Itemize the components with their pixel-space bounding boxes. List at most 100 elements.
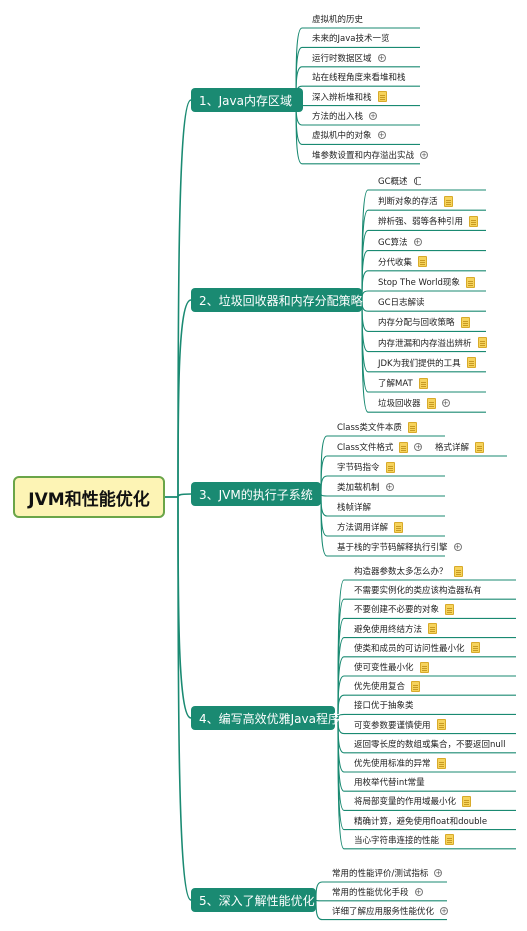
leaf-node[interactable]: 站在线程角度来看堆和栈	[312, 68, 406, 86]
plus-icon[interactable]: +	[385, 483, 394, 491]
plus-icon[interactable]: +	[377, 53, 386, 62]
leaf-node[interactable]: 了解MAT	[378, 374, 428, 392]
leaf-node[interactable]: 详细了解应用服务性能优化+	[332, 902, 449, 920]
branch-node-3[interactable]: 3、JVM的执行子系统	[191, 482, 321, 506]
leaf-label: 运行时数据区域	[312, 53, 372, 64]
leaf-label: 基于栈的字节码解释执行引擎	[337, 543, 448, 553]
leaf-node[interactable]: 常用的性能评价/测试指标 +	[332, 864, 443, 882]
leaf-node[interactable]: GC日志解读	[378, 293, 425, 311]
leaf-label: 分代收集	[378, 257, 413, 268]
branch-label: 5、深入了解性能优化	[199, 893, 315, 908]
leaf-node[interactable]: GC算法+	[378, 233, 422, 251]
plus-icon[interactable]: +	[414, 887, 423, 896]
leaf-node[interactable]: 栈帧详解	[337, 498, 371, 516]
plus-icon[interactable]: +	[377, 131, 386, 140]
leaf-node[interactable]: 精确计算，避免使用float和double	[354, 812, 487, 830]
branch-node-1[interactable]: 1、Java内存区域	[191, 88, 303, 112]
leaf-label: Stop The World现象	[378, 278, 460, 288]
leaf-node[interactable]: 判断对象的存活	[378, 192, 453, 210]
note-icon	[477, 337, 487, 349]
leaf-node[interactable]: 辨析强、弱等各种引用	[378, 212, 479, 230]
leaf-node[interactable]: 内存泄漏和内存溢出辨析	[378, 334, 487, 352]
note-icon	[418, 256, 428, 268]
leaf-node[interactable]: 垃圾回收器 +	[378, 394, 450, 412]
leaf-label: 精确计算，避免使用float和double	[354, 816, 488, 827]
leaf-label: 常用的性能评价/测试指标	[332, 869, 429, 879]
leaf-node[interactable]: 使可变性最小化	[354, 658, 429, 676]
plus-icon[interactable]: +	[413, 237, 422, 246]
leaf-node[interactable]: 返回零长度的数组或集合，不要返回null	[354, 735, 506, 753]
plus-icon[interactable]: +	[369, 112, 378, 120]
leaf-label: 站在线程角度来看堆和栈	[312, 73, 406, 84]
plus-icon[interactable]: +	[420, 150, 429, 159]
leaf-node[interactable]: 虚拟机中的对象 +	[312, 126, 386, 144]
note-icon	[394, 521, 404, 533]
note-icon	[445, 834, 455, 846]
leaf-node[interactable]: 深入辨析堆和栈	[312, 88, 387, 106]
leaf-node[interactable]: 优先使用标准的异常	[354, 754, 446, 772]
leaf-label: Class文件格式	[337, 443, 394, 453]
leaf-node[interactable]: 不需要实例化的类应该构造器私有	[354, 581, 482, 599]
leaf-label: 虚拟机中的对象	[312, 131, 372, 142]
note-icon	[443, 195, 453, 207]
leaf-node[interactable]: 避免使用终结方法	[354, 620, 438, 638]
leaf-label: 内存泄漏和内存溢出辨析	[378, 338, 472, 349]
branch-node-5[interactable]: 5、深入了解性能优化	[191, 888, 316, 912]
leaf-node[interactable]: 基于栈的字节码解释执行引擎 +	[337, 538, 462, 556]
leaf-node[interactable]: 使类和成员的可访问性最小化	[354, 639, 480, 657]
leaf-node[interactable]: 优先使用复合	[354, 677, 421, 695]
plus-icon[interactable]: +	[434, 869, 443, 877]
leaf-label: 避免使用终结方法	[354, 624, 423, 635]
leaf-node[interactable]: 运行时数据区域 +	[312, 49, 386, 67]
note-icon	[419, 661, 429, 673]
leaf-label: 构造器参数太多怎么办？	[354, 567, 448, 577]
leaf-node[interactable]: Class类文件本质	[337, 418, 417, 436]
leaf-node[interactable]: 虚拟机的历史	[312, 10, 363, 28]
leaf-node[interactable]: 字节码指令	[337, 458, 395, 476]
leaf-label: 栈帧详解	[337, 503, 372, 513]
leaf-label: 可变参数要谨慎使用	[354, 720, 431, 731]
leaf-node[interactable]: 堆参数设置和内存溢出实战+	[312, 146, 429, 164]
plus-icon[interactable]: +	[441, 399, 450, 408]
leaf-node[interactable]: Stop The World现象	[378, 273, 475, 291]
leaf-node[interactable]: 构造器参数太多怎么办？	[354, 562, 463, 580]
note-icon	[470, 642, 480, 654]
leaf-node[interactable]: 分代收集	[378, 253, 428, 271]
leaf-node[interactable]: 类加载机制+	[337, 478, 394, 496]
leaf-node[interactable]: 内存分配与回收策略	[378, 313, 470, 331]
leaf-label: 深入辨析堆和栈	[312, 92, 372, 103]
leaf-node[interactable]: 将局部变量的作用域最小化	[354, 792, 472, 810]
leaf-node[interactable]: 方法调用详解	[337, 518, 404, 536]
leaf-node[interactable]: 不要创建不必要的对象	[354, 600, 455, 618]
sub-leaf-node[interactable]: 格式详解	[435, 438, 485, 456]
leaf-node[interactable]: 当心字符串连接的性能	[354, 831, 455, 849]
note-icon	[428, 623, 438, 635]
root-node[interactable]: JVM和性能优化	[13, 476, 165, 518]
note-icon	[385, 461, 395, 473]
leaf-node[interactable]: 常用的性能优化手段 +	[332, 883, 423, 901]
plus-icon[interactable]: +	[440, 906, 449, 915]
leaf-label: 判断对象的存活	[378, 197, 438, 208]
leaf-node[interactable]: 未来的Java技术一览	[312, 29, 389, 47]
leaf-label: 垃圾回收器	[378, 399, 421, 410]
note-icon	[407, 421, 417, 433]
branch-node-2[interactable]: 2、垃圾回收器和内存分配策略	[191, 288, 363, 312]
plus-icon[interactable]: +	[414, 443, 423, 451]
root-label: JVM和性能优化	[28, 489, 150, 510]
leaf-label: 方法的出入栈	[312, 112, 364, 122]
note-icon	[469, 215, 479, 227]
leaf-node[interactable]: Class文件格式 +	[337, 438, 423, 456]
leaf-node[interactable]: 可变参数要谨慎使用	[354, 716, 446, 734]
leaf-node[interactable]: JDK为我们提供的工具	[378, 354, 476, 372]
leaf-node[interactable]: 方法的出入栈 +	[312, 107, 378, 125]
plus-icon[interactable]: +	[453, 543, 462, 551]
sub-leaf-label: 格式详解	[435, 443, 470, 453]
leaf-node[interactable]: 用枚举代替int常量	[354, 773, 425, 791]
note-icon	[411, 680, 421, 692]
leaf-label: 辨析强、弱等各种引用	[378, 217, 464, 228]
leaf-label: 常用的性能优化手段	[332, 887, 409, 898]
branch-node-4[interactable]: 4、编写高效优雅Java程序	[191, 706, 340, 730]
leaf-node[interactable]: 接口优于抽象类	[354, 696, 414, 714]
